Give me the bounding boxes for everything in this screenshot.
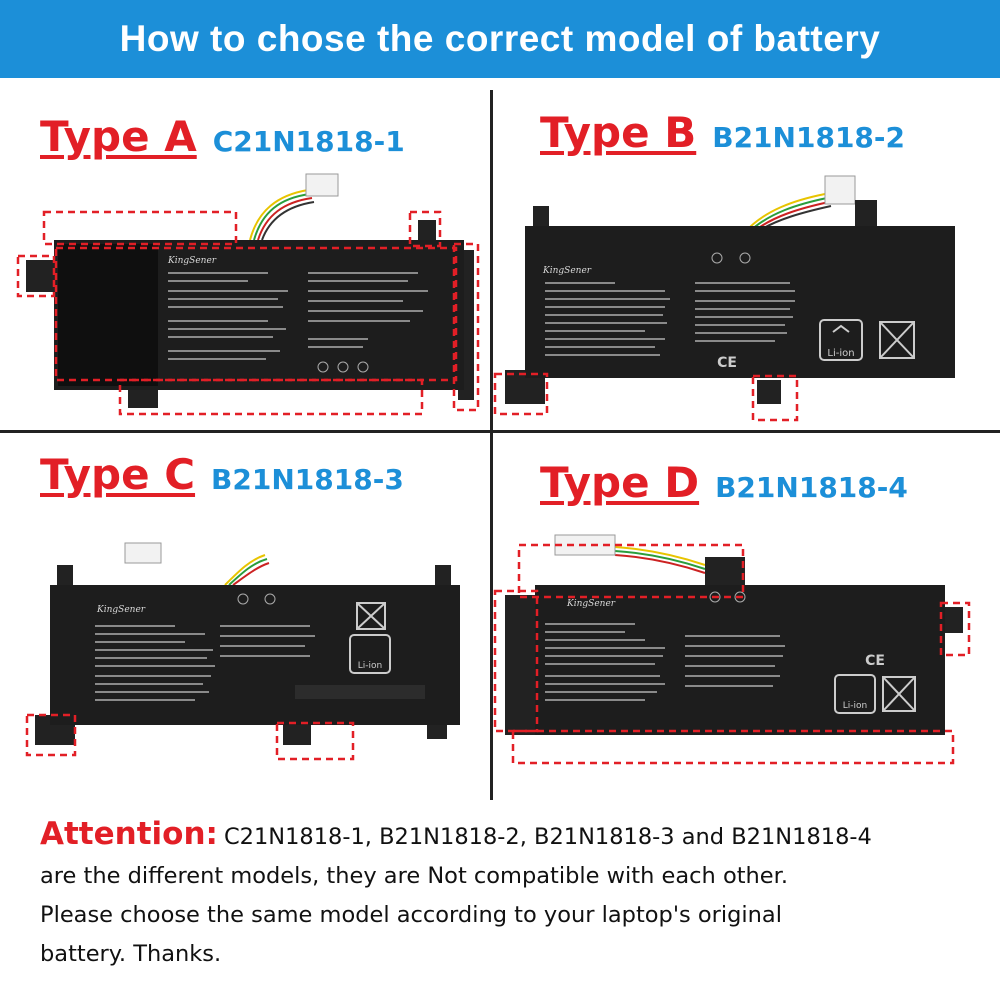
type-b-model: B21N1818-2 bbox=[712, 121, 906, 154]
attention-models: C21N1818-1, B21N1818-2, B21N1818-3 and B… bbox=[223, 824, 872, 850]
ce-mark-b: CE bbox=[717, 355, 737, 371]
attention-line-4: battery. Thanks. bbox=[40, 941, 222, 967]
attention-line-1: Attention:C21N1818-1, B21N1818-2, B21N18… bbox=[40, 815, 970, 857]
li-ion-badge-c: Li-ion bbox=[358, 661, 382, 671]
type-a-label: Type A bbox=[40, 112, 197, 161]
type-d-model: B21N1818-4 bbox=[715, 471, 908, 504]
type-c-label: Type C bbox=[40, 450, 196, 499]
type-b-heading: Type B B21N1818-2 bbox=[540, 108, 905, 157]
type-c-heading: Type C B21N1818-3 bbox=[40, 450, 404, 499]
type-b-label: Type B bbox=[540, 108, 697, 157]
brand-label-c: KingSener bbox=[97, 605, 146, 615]
attention-label: Attention: bbox=[40, 816, 218, 852]
type-d-label: Type D bbox=[540, 458, 700, 507]
battery-image-type-a: KingSener bbox=[16, 160, 488, 420]
battery-image-type-d: Li-ion CE KingSener bbox=[493, 534, 975, 775]
vertical-divider bbox=[490, 90, 493, 800]
page-title: How to chose the correct model of batter… bbox=[119, 18, 881, 59]
attention-note: Attention:C21N1818-1, B21N1818-2, B21N18… bbox=[40, 815, 970, 974]
brand-label-d: KingSener bbox=[567, 599, 616, 609]
attention-line-2: are the different models, they are Not c… bbox=[40, 863, 788, 889]
li-ion-badge-d: Li-ion bbox=[843, 701, 867, 711]
ce-mark-d: CE bbox=[865, 653, 885, 669]
battery-image-type-b: Li-ion CE KingSener bbox=[493, 170, 995, 425]
title-banner: How to chose the correct model of batter… bbox=[0, 0, 1000, 78]
brand-label-b: KingSener bbox=[543, 266, 592, 276]
attention-line-3: Please choose the same model according t… bbox=[40, 902, 782, 928]
type-d-heading: Type D B21N1818-4 bbox=[540, 458, 908, 507]
brand-label-a: KingSener bbox=[168, 256, 217, 266]
battery-image-type-c: Li-ion KingSener bbox=[25, 535, 485, 790]
li-ion-badge-b: Li-ion bbox=[827, 348, 854, 359]
type-c-model: B21N1818-3 bbox=[211, 463, 404, 496]
type-a-model: C21N1818-1 bbox=[212, 125, 405, 158]
type-a-heading: Type A C21N1818-1 bbox=[40, 112, 405, 161]
horizontal-divider bbox=[0, 430, 1000, 433]
